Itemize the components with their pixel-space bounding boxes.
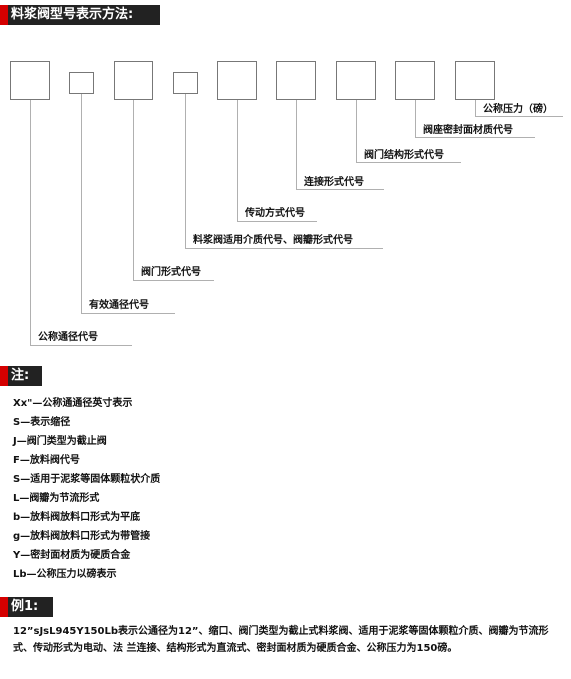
note-item: Xx"—公称通通径英寸表示 [13,398,133,409]
code-box-nominal-diameter [10,61,50,100]
label-underline [356,162,461,163]
section-header-example: 例1: [0,597,53,617]
label-underline [81,313,175,314]
label-effective-bore: 有效通径代号 [89,300,149,311]
code-box-medium-disc [173,72,198,94]
label-underline [30,345,132,346]
label-underline [296,189,384,190]
label-underline [415,137,535,138]
section-header-model-notation: 料浆阀型号表示方法: [0,5,160,25]
code-box-valve-form [114,61,153,100]
connector-line [133,100,134,280]
code-box-seat-material [395,61,435,100]
code-box-pressure [455,61,495,100]
connector-line [356,100,357,162]
label-valve-structure: 阀门结构形式代号 [364,150,444,161]
label-nominal-pressure: 公称压力（磅） [483,104,553,115]
section-title: 料浆阀型号表示方法: [11,7,134,22]
label-valve-form: 阀门形式代号 [141,267,201,278]
notes-list: Xx"—公称通通径英寸表示 S—表示缩径 J—阀门类型为截止阀 F—放料阀代号 … [13,394,160,584]
label-seat-seal-material: 阀座密封面材质代号 [423,125,513,136]
label-nominal-diameter: 公称通径代号 [38,332,98,343]
label-medium-disc-form: 料浆阀适用介质代号、阀瓣形式代号 [193,235,353,246]
note-item: Y—密封面材质为硬质合金 [13,550,131,561]
connector-line [185,94,186,248]
connector-line [475,100,476,116]
note-item: F—放料阀代号 [13,455,80,466]
example-description: 12”sJsL945Y150Lb表示公通径为12”、缩口、阀门类型为截止式料浆阀… [13,626,549,654]
connector-line [237,100,238,221]
header-accent-bar [0,5,8,25]
connector-line [296,100,297,189]
section-title: 注: [11,368,30,383]
connector-line [415,100,416,137]
note-item: g—放料阀放料口形式为带管接 [13,531,151,542]
connector-line [81,94,82,313]
note-item: S—表示缩径 [13,417,71,428]
header-accent-bar [0,597,8,617]
note-item: Lb—公称压力以磅表示 [13,569,117,580]
code-box-drive [217,61,257,100]
note-item: J—阀门类型为截止阀 [13,436,107,447]
code-box-structure [336,61,376,100]
note-item: b—放料阀放料口形式为平底 [13,512,141,523]
label-underline [237,221,317,222]
section-header-notes: 注: [0,366,42,386]
label-drive-mode: 传动方式代号 [245,208,305,219]
code-box-connection [276,61,316,100]
connector-line [30,100,31,345]
code-box-effective-bore [69,72,94,94]
note-item: L—阀瓣为节流形式 [13,493,100,504]
section-title: 例1: [11,599,39,614]
header-accent-bar [0,366,8,386]
note-item: S—适用于泥浆等固体颗粒状介质 [13,474,161,485]
label-underline [475,116,563,117]
label-connection-form: 连接形式代号 [304,177,364,188]
label-underline [133,280,214,281]
label-underline [185,248,383,249]
